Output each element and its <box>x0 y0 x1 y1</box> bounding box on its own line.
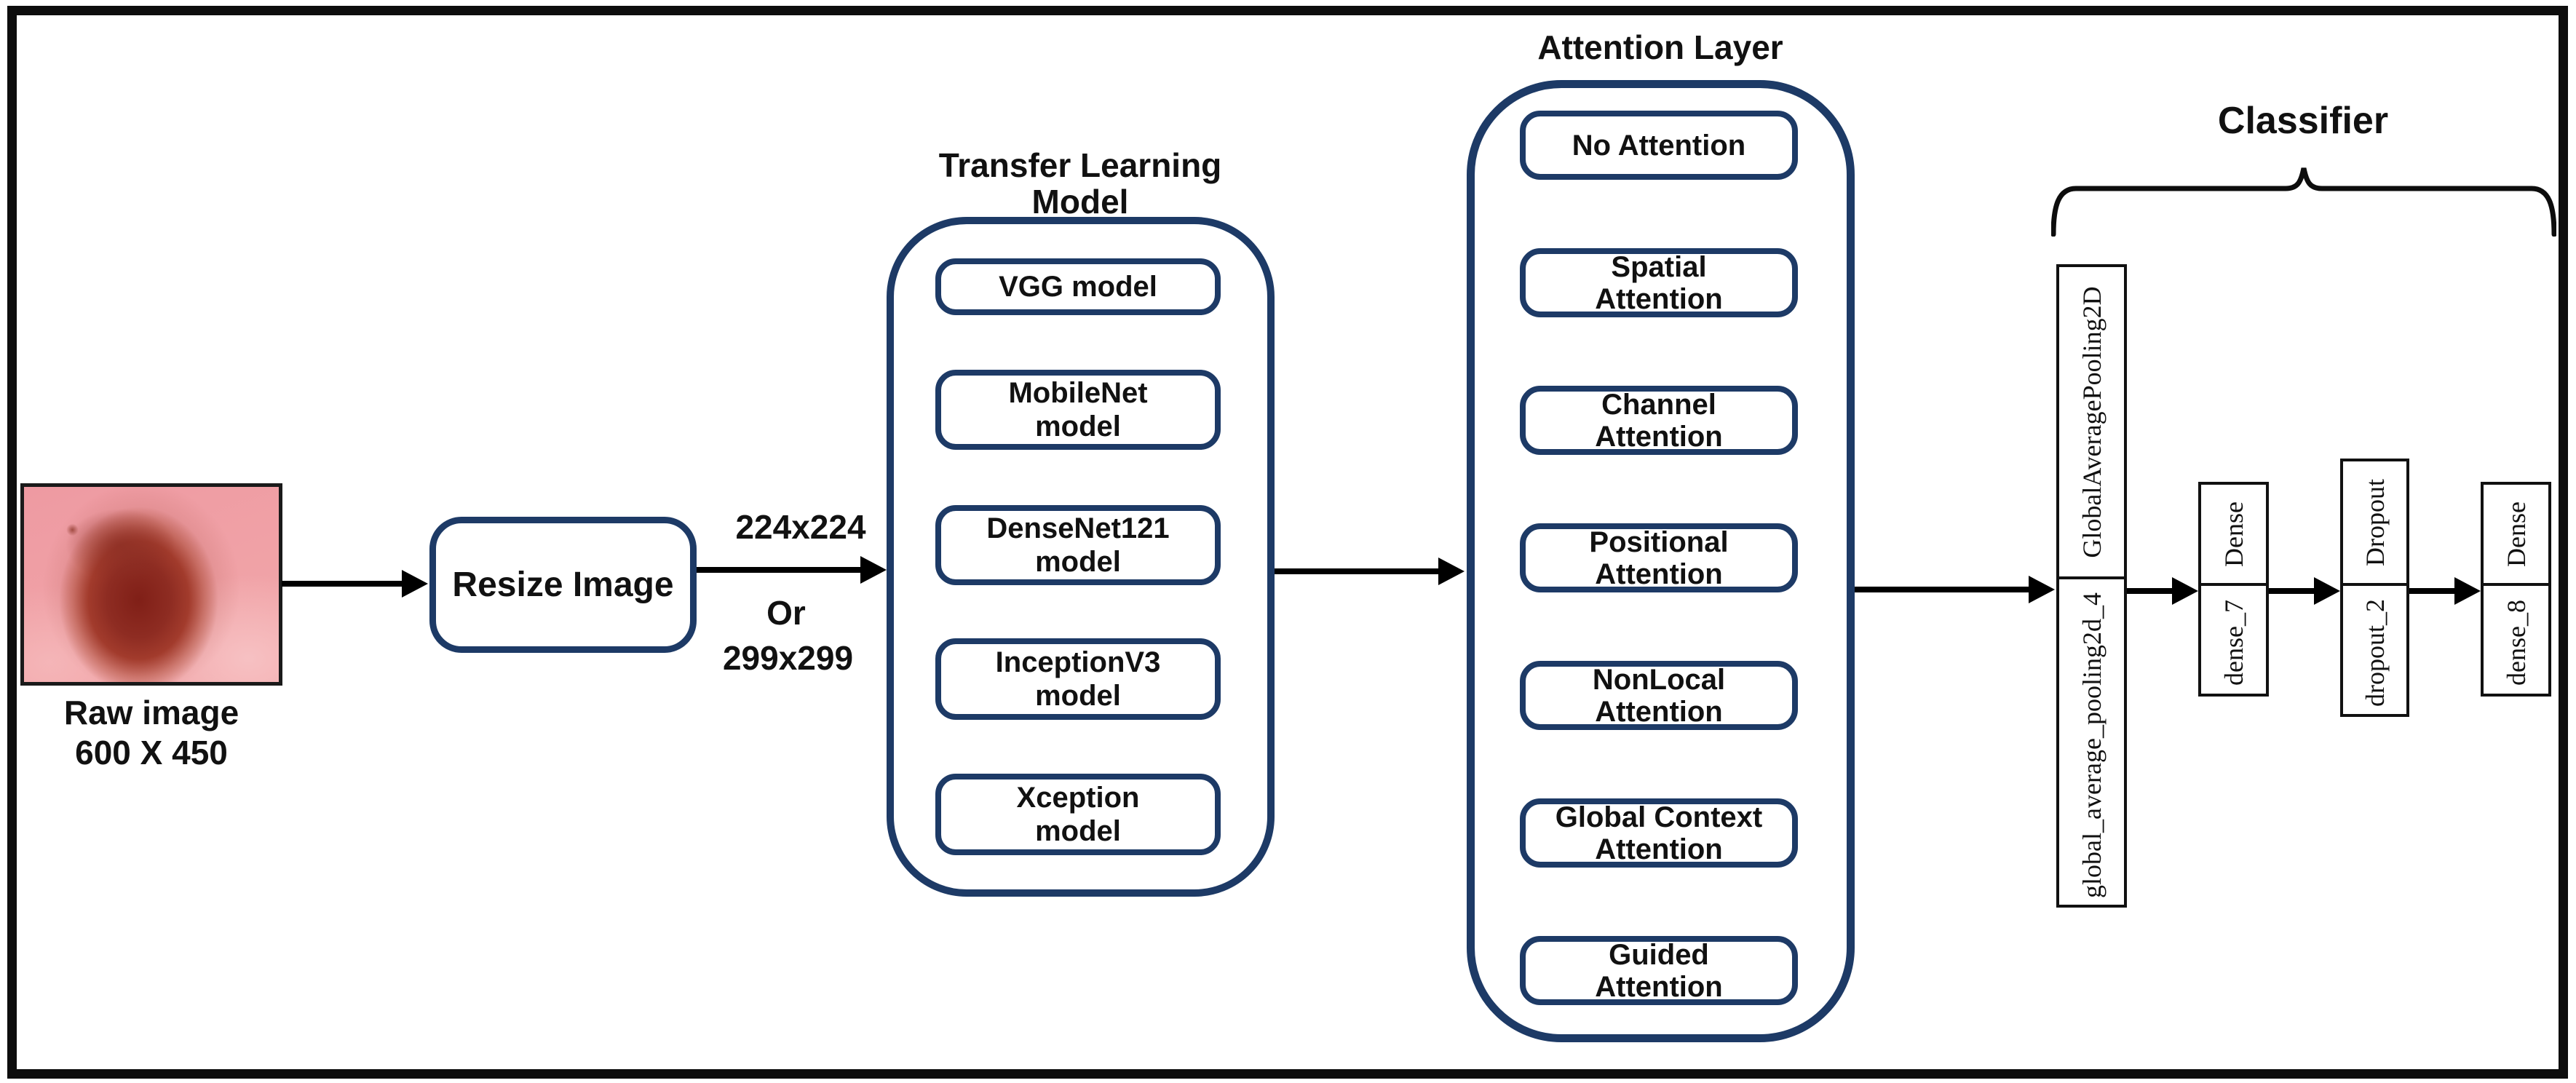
flow-arrow-dropout-to-dense8 <box>2409 588 2454 594</box>
attention-box-spatial: Spatial Attention <box>1520 248 1798 317</box>
layer-instance-name: global_average_pooling2d_4 <box>2077 592 2107 898</box>
or-label: Or <box>766 594 806 632</box>
attention-layer-title: Attention Layer <box>1537 28 1783 66</box>
flow-arrow-dense7-to-dropout <box>2269 588 2314 594</box>
attention-box-guided: Guided Attention <box>1520 936 1798 1005</box>
resize-image-label: Resize Image <box>452 566 674 604</box>
layer-class-name: Dense <box>2501 501 2531 567</box>
layer-instance-name: dense_8 <box>2501 600 2531 686</box>
model-box-mobilenet: MobileNet model <box>935 370 1221 450</box>
attention-box-no-attention: No Attention <box>1520 111 1798 180</box>
layer-box-dense-8: Dense dense_8 <box>2481 482 2551 697</box>
resize-image-box: Resize Image <box>429 517 697 653</box>
model-box-xception: Xception model <box>935 774 1221 855</box>
layer-class-name: Dense <box>2219 501 2248 567</box>
flow-arrow-attention-to-classifier <box>1855 587 2029 592</box>
attention-box-global-context: Global Context Attention <box>1520 798 1798 868</box>
attention-box-positional: Positional Attention <box>1520 523 1798 592</box>
flow-arrow-resize-to-transfer <box>697 567 860 573</box>
layer-class-name: GlobalAveragePooling2D <box>2077 285 2107 558</box>
layer-class-cell: Dropout <box>2343 461 2406 583</box>
classifier-brace <box>2051 167 2556 237</box>
attention-box-nonlocal: NonLocal Attention <box>1520 661 1798 730</box>
classifier-title: Classifier <box>2217 100 2389 142</box>
layer-class-cell: Dense <box>2484 485 2548 583</box>
model-box-inceptionv3: InceptionV3 model <box>935 638 1221 720</box>
size-label-224x224: 224x224 <box>735 508 866 546</box>
raw-image-caption: Raw image 600 X 450 <box>63 694 239 771</box>
layer-class-cell: GlobalAveragePooling2D <box>2059 267 2124 576</box>
model-box-vgg: VGG model <box>935 258 1221 315</box>
diagram-frame <box>7 6 2568 1079</box>
size-label-299x299: 299x299 <box>722 639 854 677</box>
layer-class-cell: Dense <box>2201 485 2266 583</box>
layer-name-cell: dense_7 <box>2201 583 2266 699</box>
raw-image <box>20 483 282 686</box>
transfer-learning-title: Transfer Learning Model <box>938 146 1222 221</box>
layer-instance-name: dense_7 <box>2219 600 2248 686</box>
layer-name-cell: dense_8 <box>2484 583 2548 699</box>
layer-name-cell: global_average_pooling2d_4 <box>2059 576 2124 911</box>
flow-arrow-input-to-resize <box>282 581 402 587</box>
flow-arrow-transfer-to-attention <box>1275 568 1438 574</box>
model-box-densenet121: DenseNet121 model <box>935 505 1221 585</box>
layer-name-cell: dropout_2 <box>2343 583 2406 720</box>
attention-box-channel: Channel Attention <box>1520 386 1798 455</box>
layer-box-dropout-2: Dropout dropout_2 <box>2340 459 2409 717</box>
layer-box-global-average-pooling: GlobalAveragePooling2D global_average_po… <box>2056 264 2127 908</box>
layer-box-dense-7: Dense dense_7 <box>2198 482 2269 697</box>
layer-class-name: Dropout <box>2360 478 2390 566</box>
flow-arrow-gap-to-dense7 <box>2127 588 2172 594</box>
layer-instance-name: dropout_2 <box>2360 599 2390 707</box>
